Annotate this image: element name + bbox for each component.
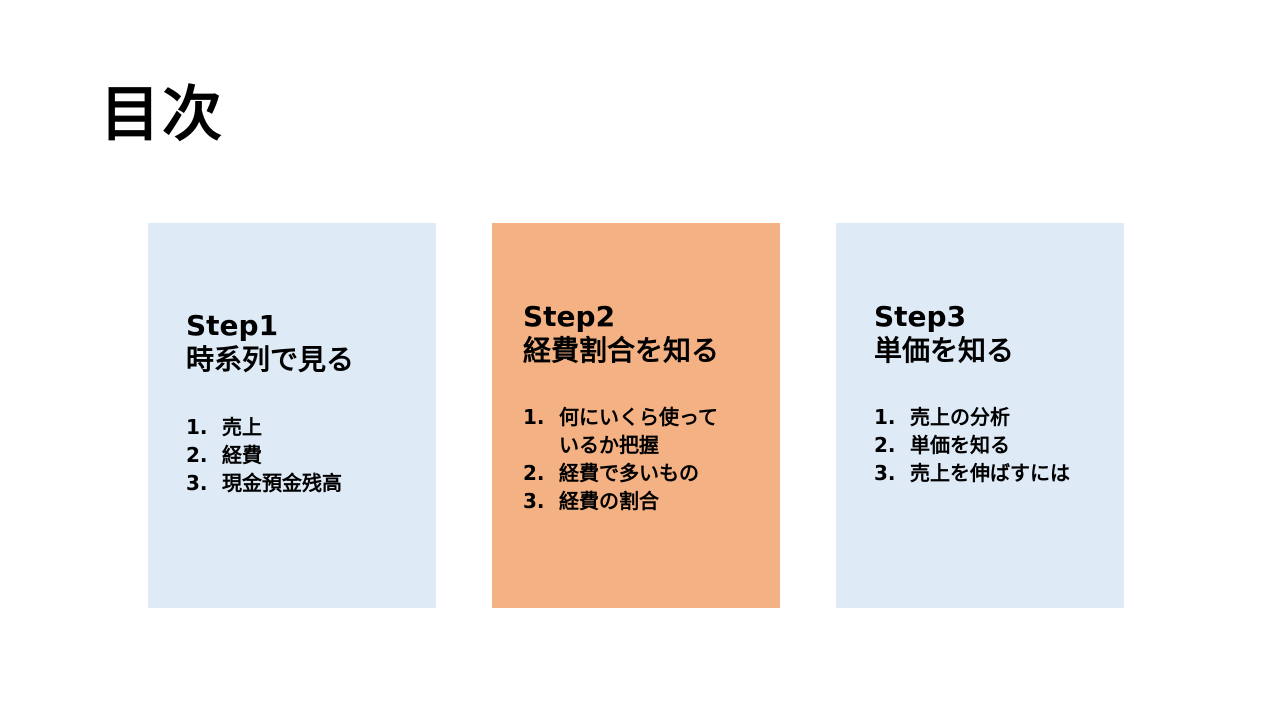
item-number: 2. <box>874 433 896 457</box>
list-item: 2. 単価を知る <box>874 431 1084 459</box>
step-heading: 単価を知る <box>874 334 1015 367</box>
item-number: 1. <box>874 405 896 429</box>
step3-card: Step3 単価を知る 1. 売上の分析 2. 単価を知る 3. 売上を伸ばすには <box>836 223 1124 608</box>
item-text: 何にいくら使っているか把握 <box>559 405 718 457</box>
step1-card: Step1 時系列で見る 1. 売上 2. 経費 3. 現金預金残高 <box>148 223 436 608</box>
item-text: 売上を伸ばすには <box>910 461 1070 485</box>
page-title: 目次 <box>100 80 224 150</box>
item-number: 1. <box>523 405 545 429</box>
step3-title: Step3 単価を知る <box>874 300 1014 368</box>
step-heading: 時系列で見る <box>186 343 355 376</box>
step-label: Step3 <box>874 300 967 333</box>
step1-list: 1. 売上 2. 経費 3. 現金預金残高 <box>186 413 406 497</box>
item-text: 経費で多いもの <box>559 461 699 485</box>
item-number: 3. <box>523 489 545 513</box>
item-text: 経費 <box>222 443 262 467</box>
list-item: 2. 経費で多いもの <box>523 459 723 487</box>
list-item: 1. 何にいくら使っているか把握 <box>523 403 723 459</box>
list-item: 1. 売上 <box>186 413 406 441</box>
item-text: 売上の分析 <box>910 405 1010 429</box>
list-item: 3. 売上を伸ばすには <box>874 459 1084 487</box>
step-label: Step1 <box>186 309 279 342</box>
item-number: 1. <box>186 415 208 439</box>
item-text: 経費の割合 <box>559 489 659 513</box>
step2-card: Step2 経費割合を知る 1. 何にいくら使っているか把握 2. 経費で多いもの … <box>492 223 780 608</box>
item-number: 2. <box>523 461 545 485</box>
item-number: 3. <box>186 471 208 495</box>
list-item: 2. 経費 <box>186 441 406 469</box>
step-label: Step2 <box>523 300 616 333</box>
item-number: 2. <box>186 443 208 467</box>
item-text: 売上 <box>222 415 262 439</box>
step-heading: 経費割合を知る <box>523 334 720 367</box>
list-item: 1. 売上の分析 <box>874 403 1084 431</box>
item-text: 現金預金残高 <box>222 471 342 495</box>
list-item: 3. 現金預金残高 <box>186 469 406 497</box>
step3-list: 1. 売上の分析 2. 単価を知る 3. 売上を伸ばすには <box>874 403 1084 487</box>
step1-title: Step1 時系列で見る <box>186 309 354 377</box>
item-text: 単価を知る <box>910 433 1010 457</box>
item-number: 3. <box>874 461 896 485</box>
step2-list: 1. 何にいくら使っているか把握 2. 経費で多いもの 3. 経費の割合 <box>523 403 723 515</box>
step2-title: Step2 経費割合を知る <box>523 300 719 368</box>
list-item: 3. 経費の割合 <box>523 487 723 515</box>
